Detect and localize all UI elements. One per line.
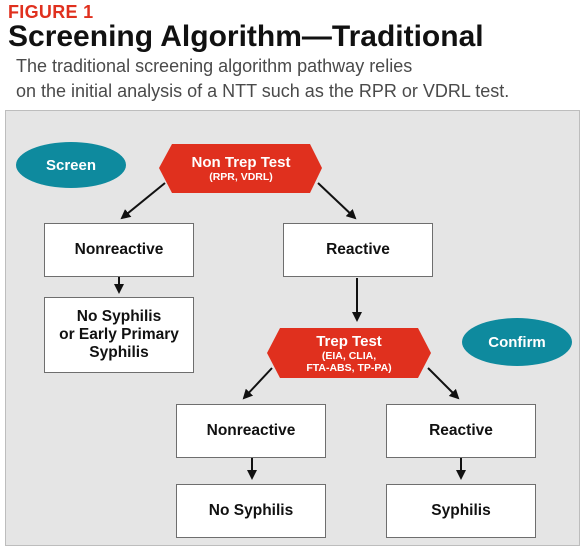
trep-reactive-box: Reactive <box>386 404 536 458</box>
final-no-syphilis-label: No Syphilis <box>208 502 294 519</box>
non-trep-test-hexagon <box>159 144 322 193</box>
subtitle-line-1: The traditional screening algorithm path… <box>16 56 413 76</box>
ntt-reactive-box: Reactive <box>283 223 433 277</box>
trep-test-subtitle-line-2: FTA-ABS, TP-PA) <box>306 361 392 374</box>
trep-nonreactive-label: Nonreactive <box>206 422 296 439</box>
confirm-oval: Confirm <box>462 318 572 366</box>
arrow-ntt-to-nonreactive <box>120 182 166 220</box>
figure-subtitle: The traditional screening algorithm path… <box>16 54 576 104</box>
trep-reactive-label: Reactive <box>429 422 493 439</box>
arrow-ntt-to-reactive <box>317 182 357 220</box>
screen-oval: Screen <box>16 142 126 188</box>
non-trep-test-subtitle: (RPR, VDRL) <box>209 171 273 183</box>
arrow-trep-to-reactive <box>427 367 460 400</box>
figure-title: Screening Algorithm—Traditional <box>8 20 484 53</box>
ntt-reactive-label: Reactive <box>326 241 390 258</box>
non-trep-test-node: Non Trep Test (RPR, VDRL) <box>165 146 317 191</box>
subtitle-line-2: on the initial analysis of a NTT such as… <box>16 81 510 101</box>
no-syphilis-early-line-2: or Early Primary <box>59 326 179 343</box>
confirm-label: Confirm <box>488 333 546 351</box>
arrow-trep-to-nonreactive <box>242 367 273 400</box>
trep-test-title: Trep Test <box>316 332 382 350</box>
ntt-nonreactive-box: Nonreactive <box>44 223 194 277</box>
no-syphilis-early-line-1: No Syphilis <box>76 308 162 325</box>
figure-label: FIGURE 1 <box>8 2 94 22</box>
ntt-nonreactive-label: Nonreactive <box>74 241 164 258</box>
trep-test-node: Trep Test (EIA, CLIA, FTA-ABS, TP-PA) <box>273 330 425 376</box>
trep-test-hexagon <box>267 328 431 378</box>
screen-label: Screen <box>45 156 97 174</box>
final-syphilis-box: Syphilis <box>386 484 536 538</box>
no-syphilis-or-early-primary-box: No Syphilis or Early Primary Syphilis <box>44 297 194 373</box>
trep-test-subtitle-line-1: (EIA, CLIA, <box>321 349 377 362</box>
final-syphilis-label: Syphilis <box>431 502 491 519</box>
final-no-syphilis-box: No Syphilis <box>176 484 326 538</box>
non-trep-test-title: Non Trep Test <box>191 154 291 171</box>
no-syphilis-early-line-3: Syphilis <box>89 344 149 361</box>
trep-nonreactive-box: Nonreactive <box>176 404 326 458</box>
